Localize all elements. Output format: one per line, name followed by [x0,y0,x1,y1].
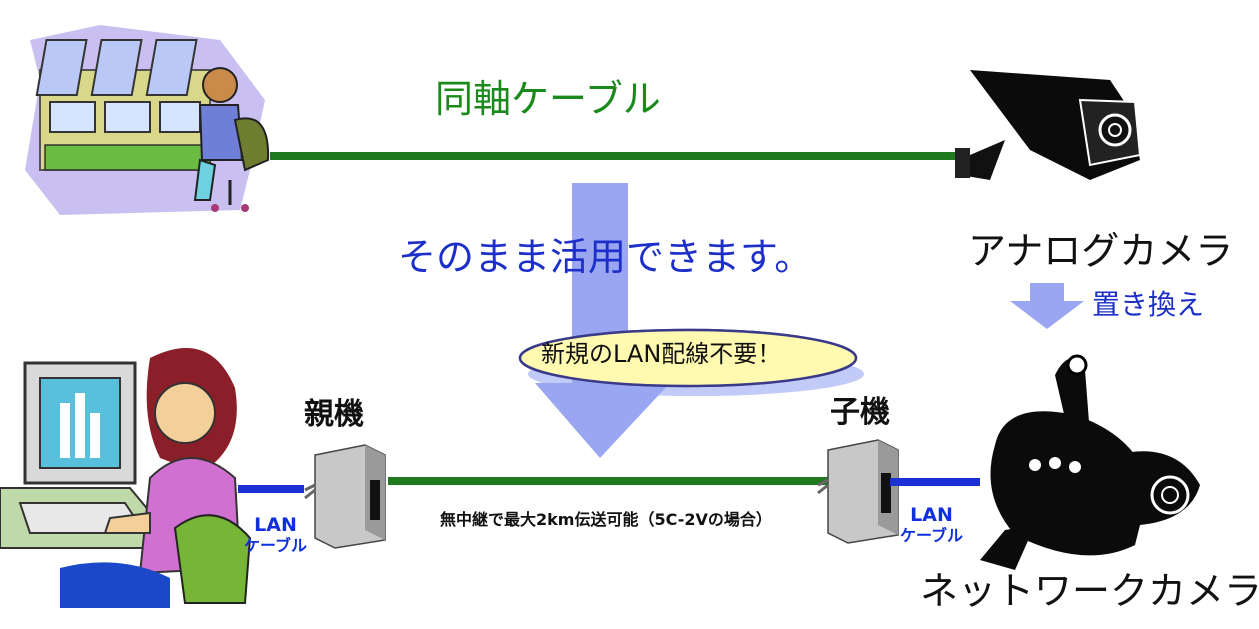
coax-cable-line-top [270,152,970,160]
reuse-message: そのまま活用できます。 [398,235,813,279]
lan-text-left: LAN [254,514,297,536]
cable-text-left: ケーブル [244,535,308,555]
network-camera-label: ネットワークカメラ [920,569,1259,613]
coax-cable-label: 同軸ケーブル [435,77,661,121]
pc-user-icon [0,348,252,608]
replace-label: 置き換え [1092,288,1205,321]
parent-unit-label: 親機 [304,397,364,432]
child-unit-label: 子機 [830,395,890,430]
analog-camera-label: アナログカメラ [968,229,1234,273]
cable-text-right: ケーブル [900,525,964,545]
lan-cable-label-right: LAN ケーブル [900,504,964,545]
control-room-operator-icon [25,25,270,215]
down-arrow-graphic [535,183,670,458]
replace-arrow-icon [1010,283,1084,329]
lan-cable-label-left: LAN ケーブル [244,514,308,555]
child-adapter-icon [817,439,899,544]
lan-text-right: LAN [910,504,953,526]
parent-adapter-icon [304,444,386,549]
coax-cable-line-bottom [388,477,830,485]
lan-cable-line-left [238,485,304,493]
no-new-lan-label: 新規のLAN配線不要！ [541,340,782,368]
distance-note: 無中継で最大2km伝送可能（5C-2Vの場合） [440,510,772,529]
lan-cable-line-right [890,478,980,486]
no-new-lan-callout [518,328,864,396]
network-camera-icon [980,354,1200,570]
cctv-camera-icon [955,70,1142,180]
